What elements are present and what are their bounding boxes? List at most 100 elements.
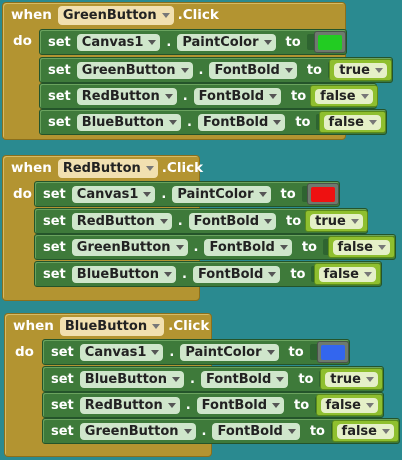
color-swatch-red[interactable]: [311, 186, 335, 202]
component-dropdown[interactable]: GreenButton: [79, 422, 196, 440]
color-value-block[interactable]: [314, 31, 346, 53]
set-block[interactable]: set RedButton . FontBold to true: [34, 208, 368, 234]
boolean-label: false: [320, 88, 356, 104]
color-value-block[interactable]: [317, 341, 349, 363]
property-dropdown[interactable]: FontBold: [209, 61, 297, 79]
component-label: Canvas1: [81, 34, 144, 50]
boolean-dropdown[interactable]: true: [325, 371, 378, 387]
component-label: BlueButton: [84, 371, 167, 387]
set-keyword: set: [51, 371, 74, 387]
boolean-dropdown[interactable]: false: [332, 239, 390, 255]
boolean-label: false: [337, 239, 373, 255]
boolean-value-block[interactable]: false: [315, 394, 383, 416]
property-dropdown[interactable]: FontBold: [197, 113, 286, 131]
set-block[interactable]: set BlueButton . FontBold to false: [39, 109, 387, 135]
boolean-dropdown[interactable]: false: [318, 266, 376, 282]
chevron-down-icon: [378, 244, 386, 250]
component-dropdown[interactable]: RedButton: [76, 87, 177, 105]
chevron-down-icon: [172, 376, 180, 382]
dot-separator: .: [201, 423, 207, 439]
property-dropdown[interactable]: FontBold: [204, 238, 292, 256]
when-keyword: when: [11, 160, 52, 176]
property-dropdown[interactable]: FontBold: [212, 422, 300, 440]
property-label: FontBold: [201, 397, 268, 413]
property-label: FontBold: [217, 423, 283, 439]
component-dropdown[interactable]: BlueButton: [79, 370, 184, 388]
property-dropdown[interactable]: PaintColor: [180, 343, 279, 361]
property-label: FontBold: [193, 213, 260, 229]
set-keyword: set: [43, 266, 66, 282]
component-dropdown[interactable]: GreenButton: [71, 238, 188, 256]
value-socket: [301, 186, 309, 202]
to-keyword: to: [298, 371, 314, 387]
event-component-dropdown[interactable]: BlueButton: [59, 316, 165, 336]
set-keyword: set: [43, 213, 66, 229]
color-swatch-blue[interactable]: [321, 344, 345, 360]
boolean-value-block[interactable]: true: [329, 59, 392, 81]
to-keyword: to: [285, 34, 301, 50]
set-block[interactable]: set GreenButton . FontBold to false: [42, 418, 400, 444]
component-dropdown[interactable]: Canvas1: [79, 343, 164, 361]
event-block-greenbutton-click[interactable]: when GreenButton .Click do set Canvas1 .…: [2, 2, 393, 140]
boolean-value-block[interactable]: false: [331, 420, 399, 442]
component-dropdown[interactable]: Canvas1: [71, 185, 156, 203]
color-value-block[interactable]: [307, 183, 339, 205]
property-label: FontBold: [205, 371, 272, 387]
chevron-down-icon: [258, 191, 267, 197]
boolean-value-block[interactable]: true: [305, 210, 368, 232]
dot-separator: .: [169, 344, 175, 360]
property-dropdown[interactable]: FontBold: [192, 265, 281, 283]
boolean-value-block[interactable]: true: [320, 368, 383, 390]
chevron-down-icon: [382, 428, 390, 434]
chevron-down-icon: [268, 271, 277, 277]
value-socket: [306, 34, 316, 50]
boolean-dropdown[interactable]: false: [336, 423, 394, 439]
event-component-dropdown[interactable]: GreenButton: [57, 5, 174, 25]
set-block[interactable]: set GreenButton . FontBold to false: [34, 234, 396, 260]
boolean-value-block[interactable]: false: [327, 236, 395, 258]
boolean-dropdown[interactable]: false: [323, 114, 381, 130]
event-component-dropdown[interactable]: RedButton: [57, 158, 158, 178]
boolean-dropdown[interactable]: false: [320, 397, 378, 413]
chevron-down-icon: [152, 323, 161, 329]
component-dropdown[interactable]: RedButton: [79, 396, 180, 414]
property-dropdown[interactable]: PaintColor: [172, 185, 271, 203]
set-block[interactable]: set RedButton . FontBold to false: [39, 83, 378, 109]
boolean-label: true: [339, 62, 370, 78]
set-block[interactable]: set BlueButton . FontBold to true: [42, 366, 384, 392]
color-swatch-green[interactable]: [318, 34, 342, 50]
component-dropdown[interactable]: BlueButton: [71, 265, 176, 283]
boolean-value-block[interactable]: false: [313, 263, 381, 285]
component-label: Canvas1: [76, 186, 139, 202]
component-dropdown[interactable]: BlueButton: [76, 113, 181, 131]
set-block[interactable]: set GreenButton . FontBold to true: [39, 57, 393, 83]
chevron-down-icon: [375, 67, 383, 73]
to-keyword: to: [280, 186, 296, 202]
component-dropdown[interactable]: Canvas1: [76, 33, 161, 51]
property-dropdown[interactable]: FontBold: [200, 370, 289, 388]
component-dropdown[interactable]: RedButton: [71, 212, 172, 230]
set-block[interactable]: set Canvas1 . PaintColor to: [39, 29, 347, 55]
boolean-label: false: [328, 114, 364, 130]
boolean-dropdown[interactable]: false: [315, 88, 373, 104]
property-dropdown[interactable]: FontBold: [188, 212, 277, 230]
property-dropdown[interactable]: FontBold: [196, 396, 285, 414]
boolean-value-block[interactable]: false: [310, 85, 378, 107]
set-block[interactable]: set Canvas1 . PaintColor to: [34, 181, 340, 207]
property-dropdown[interactable]: FontBold: [193, 87, 282, 105]
to-keyword: to: [288, 344, 304, 360]
chevron-down-icon: [151, 349, 160, 355]
to-keyword: to: [301, 239, 317, 255]
set-block[interactable]: set Canvas1 . PaintColor to: [42, 339, 350, 365]
boolean-value-block[interactable]: false: [318, 111, 386, 133]
value-socket: [309, 344, 319, 360]
set-block[interactable]: set RedButton . FontBold to false: [42, 392, 384, 418]
when-keyword: when: [13, 318, 54, 334]
component-label: GreenButton: [76, 239, 171, 255]
property-label: FontBold: [209, 239, 275, 255]
property-dropdown[interactable]: PaintColor: [177, 33, 276, 51]
component-dropdown[interactable]: GreenButton: [76, 61, 193, 79]
boolean-dropdown[interactable]: true: [334, 62, 387, 78]
boolean-dropdown[interactable]: true: [310, 213, 363, 229]
set-block[interactable]: set BlueButton . FontBold to false: [34, 261, 382, 287]
